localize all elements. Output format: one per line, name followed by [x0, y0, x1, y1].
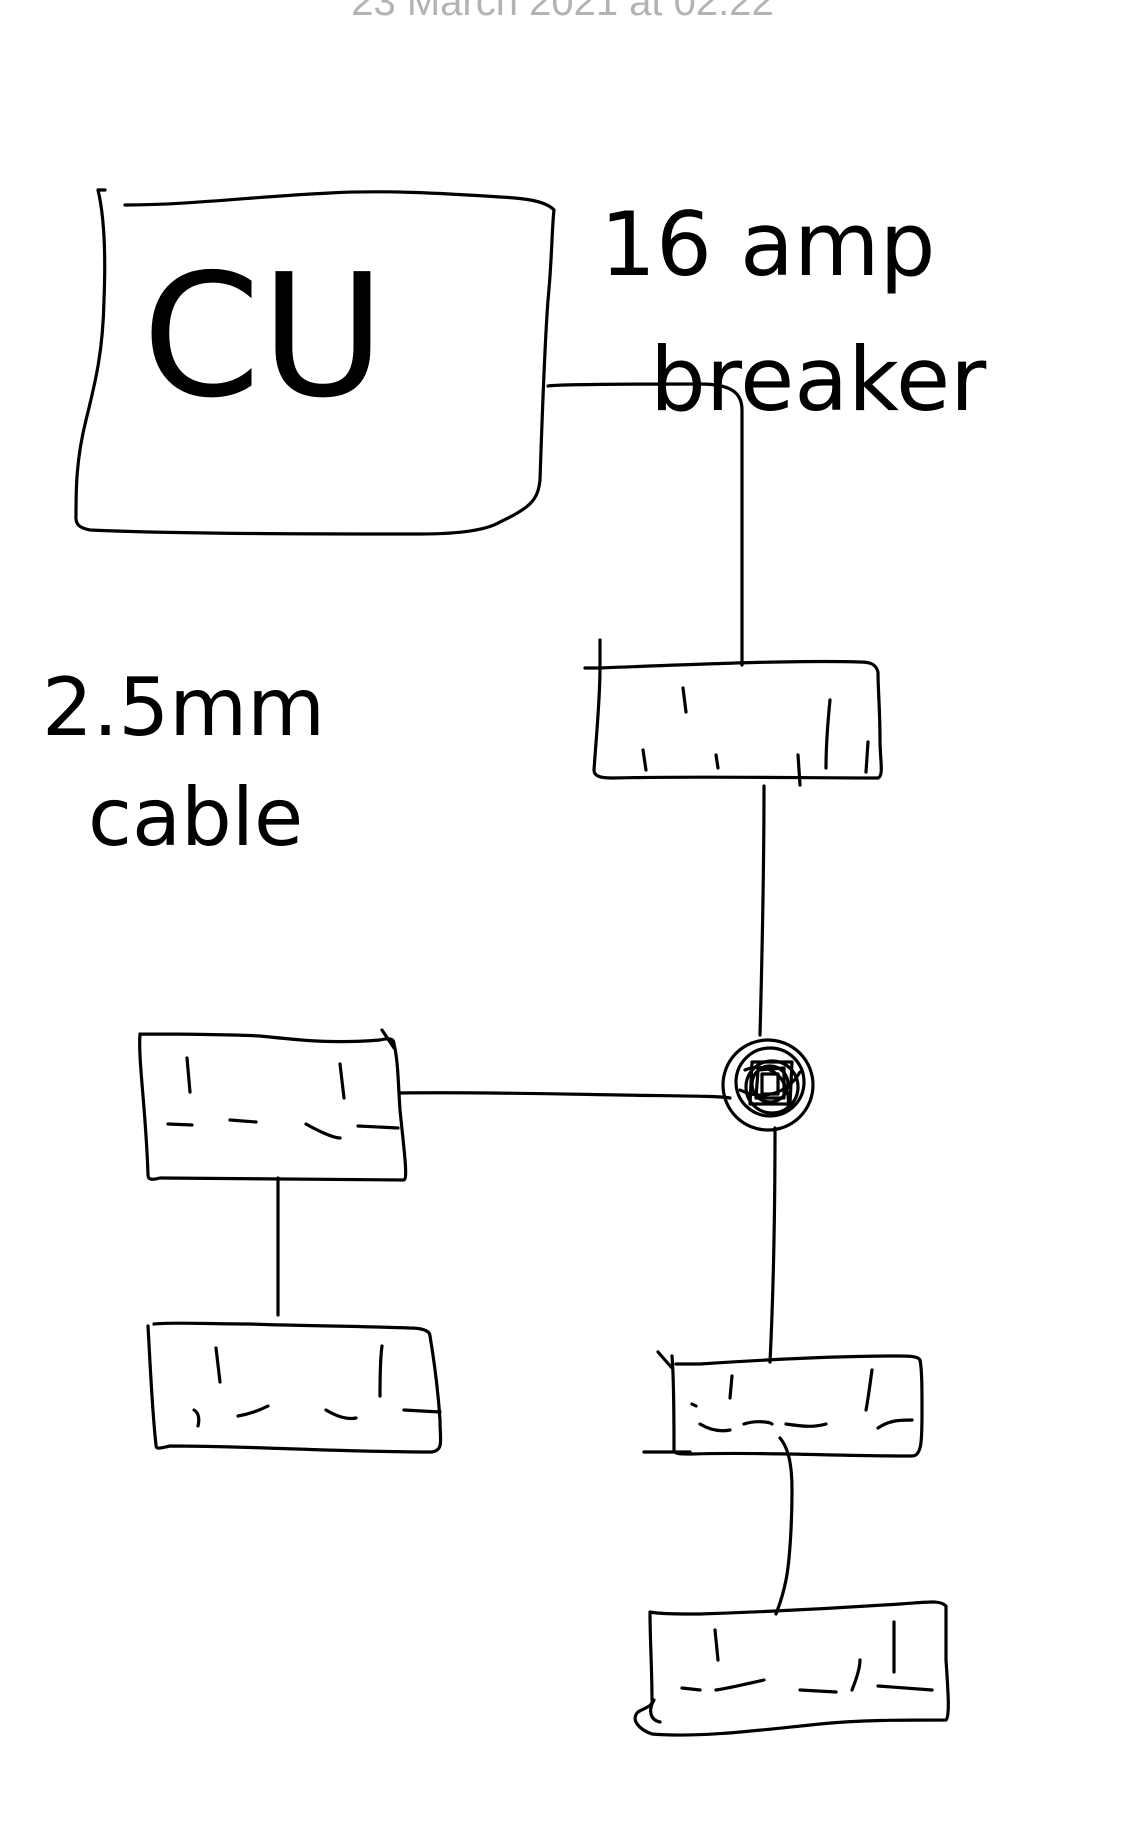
cable-label-line2: cable	[88, 771, 303, 864]
wire-junction-to-socket-2	[398, 1091, 732, 1100]
note-timestamp: 23 March 2021 at 02:22	[351, 0, 774, 24]
wire-socket-1-to-junction	[758, 784, 766, 1037]
socket-2	[138, 1028, 408, 1182]
socket-5	[633, 1600, 950, 1737]
breaker-label-line2: breaker	[650, 328, 987, 431]
cable-label-line1: 2.5mm	[42, 661, 325, 754]
consumer-unit-label: CU	[142, 238, 385, 436]
breaker-label-line1: 16 amp	[600, 193, 935, 296]
wire-junction-to-socket-4	[768, 1126, 777, 1364]
socket-1	[583, 638, 883, 787]
cable-label: 2.5mm cable	[42, 661, 325, 864]
breaker-label: 16 amp breaker	[600, 193, 987, 431]
junction-point	[721, 1038, 815, 1132]
socket-3	[146, 1321, 443, 1454]
wire-cu-to-socket-1	[546, 382, 744, 667]
consumer-unit-box: CU	[74, 188, 556, 536]
wire-socket-4-to-socket-5	[774, 1436, 794, 1616]
socket-4	[642, 1350, 924, 1458]
